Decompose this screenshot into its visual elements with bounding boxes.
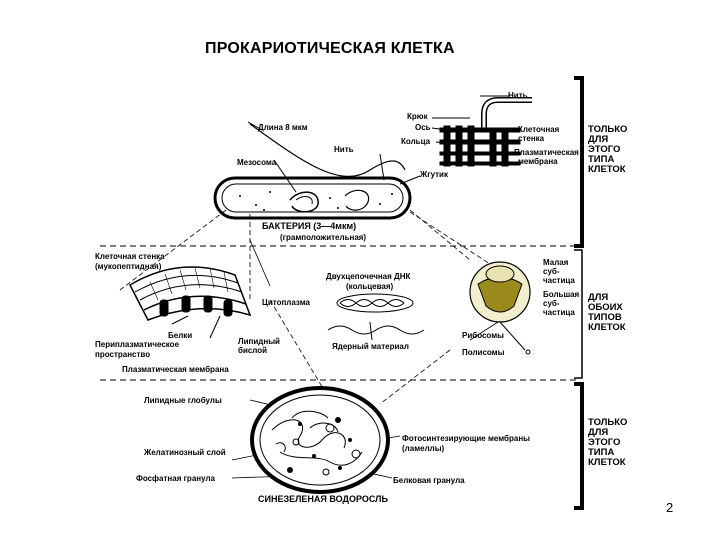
label-space: пространство — [95, 350, 151, 359]
label-hook: Крюк — [407, 112, 428, 121]
label-large-subunit: Большая — [543, 290, 580, 299]
page-title: ПРОКАРИОТИЧЕСКАЯ КЛЕТКА — [205, 40, 455, 57]
label-nuclear-material: Ядерный материал — [332, 342, 409, 351]
label-bacterium: БАКТЕРИЯ (3—4мкм) — [262, 221, 357, 231]
cyanobacterium-cell — [250, 386, 390, 494]
label-photosynthetic-membranes: Фотосинтезирующие мембраны — [402, 434, 530, 443]
label-periplasmic: Периплазматическое — [95, 340, 180, 349]
label-gelatinous-layer: Желатинозный слой — [144, 448, 226, 457]
label-cell-wall: Клеточная стенка — [95, 252, 165, 261]
dna-ring — [327, 293, 425, 341]
bacterium-cell — [213, 176, 412, 220]
side-brackets — [574, 76, 584, 510]
flagellar-motor — [431, 95, 532, 167]
label-lipid-bilayer2: бислой — [238, 346, 268, 355]
label-small-subunit2: суб- — [543, 267, 560, 276]
label-plasma-membrane-top2: мембрана — [518, 157, 558, 166]
flagellum-line — [249, 123, 406, 177]
cell-wall-section — [129, 266, 252, 339]
label-length: Длина 8 мкм — [258, 123, 308, 132]
label-plasma-membrane: Плазматическая мембрана — [122, 365, 229, 374]
label-large-subunit2: суб- — [543, 299, 560, 308]
label-lipid-bilayer: Липидный — [238, 337, 280, 346]
side-label-middle: ДЛЯ ОБОИХ ТИПОВ КЛЕТОК — [588, 292, 626, 333]
side-label-bottom: ТОЛЬКО ДЛЯ ЭТОГО ТИПА КЛЕТОК — [588, 417, 628, 468]
page-number: 2 — [666, 500, 674, 515]
label-phosphate-granule: Фосфатная гранула — [136, 474, 215, 483]
ribosome-detail — [469, 261, 531, 355]
label-flagellum: Жгутик — [420, 170, 448, 179]
label-mesosome: Мезосома — [237, 158, 277, 167]
section-dividers — [100, 245, 580, 381]
label-dna-circular: (кольцевая) — [346, 282, 394, 291]
guide-lines — [119, 209, 531, 300]
label-cell-wall-top2: стенка — [518, 134, 545, 143]
label-plasma-membrane-top: Плазматическая — [514, 148, 579, 157]
label-proteins: Белки — [168, 331, 193, 340]
label-dna: Двухцепочечная ДНК — [326, 272, 411, 281]
label-axis: Ось — [415, 123, 431, 132]
label-polysomes: Полисомы — [462, 348, 505, 357]
label-cell-wall-top: Клеточная — [518, 125, 560, 134]
label-mucopeptide: (мукопептидная) — [95, 262, 162, 271]
label-cytoplasm: Цитоплазма — [262, 298, 310, 307]
label-large-subunit3: частица — [543, 308, 575, 317]
label-thread: Нить — [334, 145, 354, 154]
label-cyanobacterium: СИНЕЗЕЛЕНАЯ ВОДОРОСЛЬ — [258, 494, 388, 504]
label-lamellae: (ламеллы) — [402, 444, 445, 453]
label-gram-positive: (грамположительная) — [280, 233, 367, 242]
label-small-subunit3: частица — [543, 276, 575, 285]
label-thread-top: Нить — [508, 91, 528, 100]
label-protein-granule: Белковая гранула — [393, 476, 465, 485]
label-lipid-globules: Липидные глобулы — [144, 396, 222, 405]
label-rings: Кольца — [401, 137, 431, 146]
label-small-subunit: Малая — [543, 258, 569, 267]
label-ribosomes: Рибосомы — [462, 331, 504, 340]
side-label-top: ТОЛЬКО ДЛЯ ЭТОГО ТИПА КЛЕТОК — [588, 124, 628, 175]
